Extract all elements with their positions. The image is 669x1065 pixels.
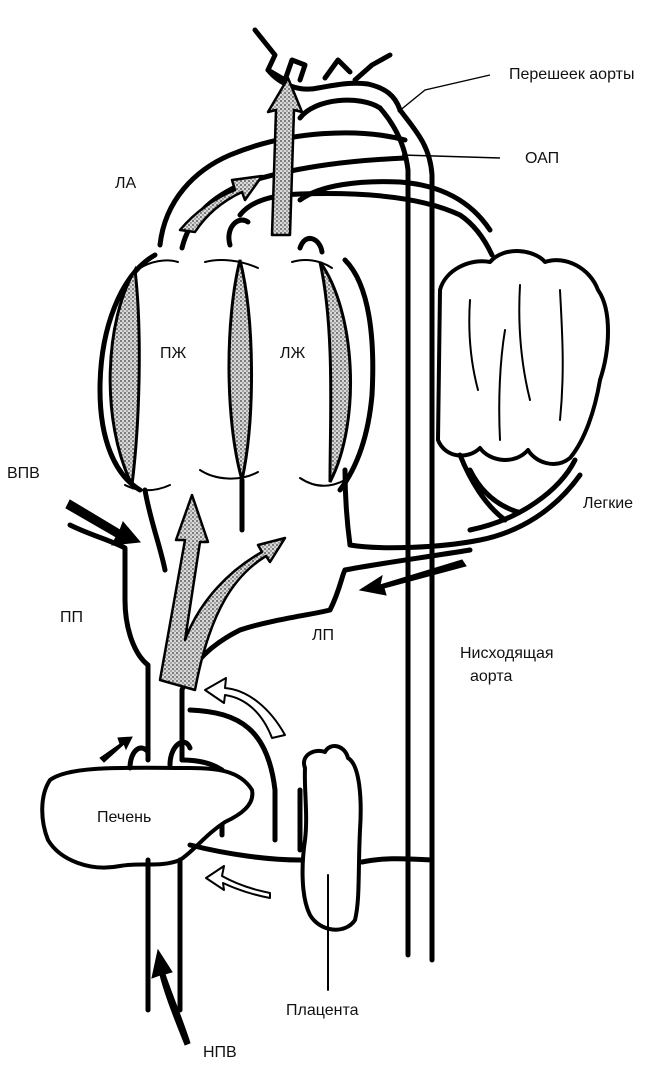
label-liver: Печень — [97, 809, 151, 826]
foramen-ovale-flow-arrow — [160, 495, 285, 690]
label-superior-vena-cava: ВПВ — [7, 465, 40, 482]
pulmonary-veins — [345, 470, 580, 570]
pulmonary-artery — [160, 133, 492, 255]
label-pulmonary-artery: ЛА — [115, 175, 137, 192]
placental-return-arrow — [206, 866, 270, 898]
lungs — [438, 251, 608, 530]
label-right-atrium: ПП — [60, 609, 83, 626]
label-left-ventricle: ЛЖ — [280, 345, 306, 362]
heart — [100, 220, 373, 530]
label-inferior-vena-cava: НПВ — [203, 1044, 237, 1061]
label-descending-aorta-1: Нисходящая — [460, 645, 554, 662]
label-left-atrium: ЛП — [312, 627, 334, 644]
label-descending-aorta-2: аорта — [470, 668, 512, 685]
label-ductus-arteriosus: ОАП — [525, 150, 559, 167]
ivc-flow-arrow — [152, 950, 190, 1045]
label-placenta: Плацента — [286, 1002, 359, 1019]
umbilical-vein-arrow — [205, 678, 285, 738]
placenta — [303, 746, 432, 990]
label-aortic-isthmus: Перешеек аорты — [509, 66, 634, 83]
aortic-flow-arrow — [268, 78, 302, 235]
label-right-ventricle: ПЖ — [160, 345, 187, 362]
label-lungs: Легкие — [583, 495, 633, 512]
liver-flow-arrow — [100, 737, 132, 762]
liver — [42, 742, 320, 1010]
